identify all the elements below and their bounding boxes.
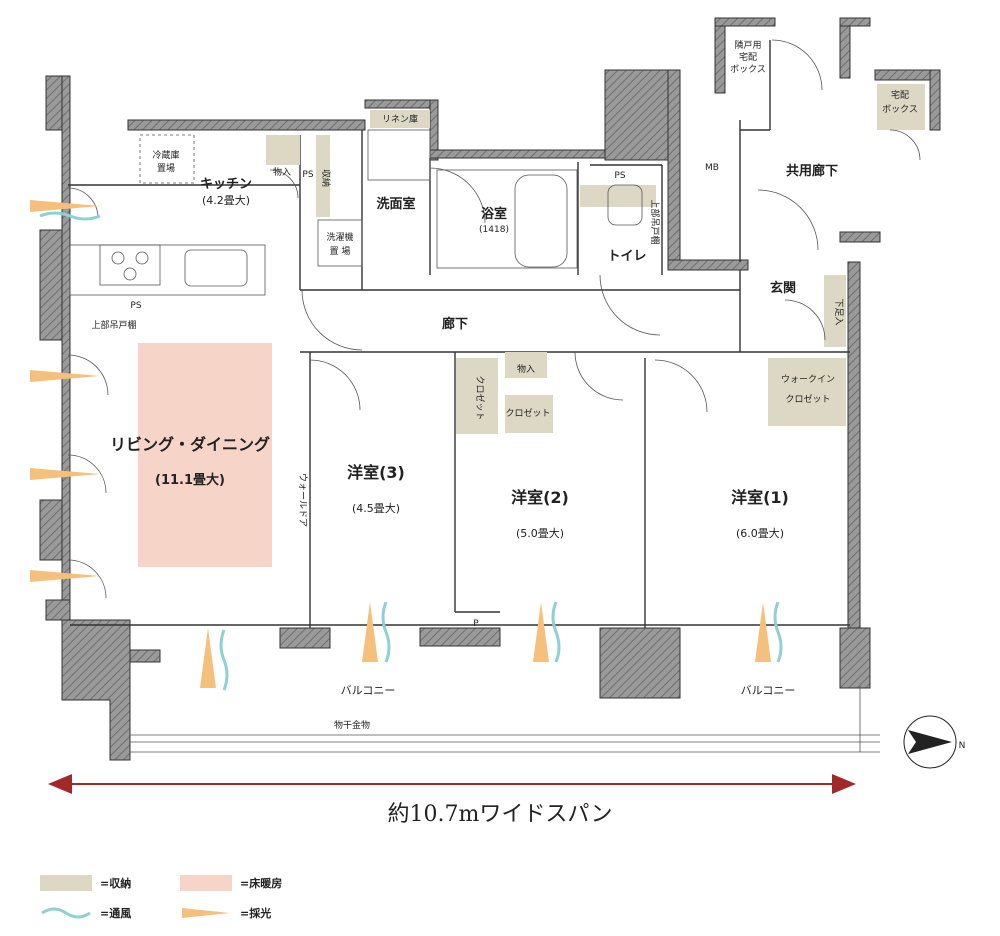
floor-heating-area [138, 343, 272, 567]
walk-in-label: ウォークイン [781, 374, 835, 385]
storage-kitchen-label: 物入 [273, 166, 291, 178]
upper-cabinet-label: 上部吊戸棚 [91, 319, 136, 331]
shoe-storage-label: 下足入 [833, 298, 844, 325]
washer-label-2: 置 場 [330, 245, 351, 257]
legend-ventilation-swatch [41, 907, 91, 919]
interior-walls [68, 40, 880, 753]
storage-vertical-label: 収納 [320, 169, 332, 187]
ps-counter-label: PS [130, 301, 141, 311]
legend-floor-heating-label: =床暖房 [240, 877, 283, 890]
shared-hall-label: 共用廊下 [786, 163, 838, 179]
legend-daylight-label: =採光 [240, 907, 272, 920]
balcony-label-right: バルコニー [741, 684, 796, 697]
balcony-label-left: バルコニー [341, 684, 396, 697]
bath-size: (1418) [479, 225, 509, 235]
neighbor-box-label-3: ボックス [730, 64, 766, 75]
delivery-box-label: 宅配 [891, 89, 909, 101]
room-size-3: (4.5畳大) [352, 501, 400, 515]
storage-closet-label: 物入 [517, 363, 535, 375]
legend: =収納 =床暖房 =通風 =採光 [40, 868, 320, 928]
closet-label: クロゼット [505, 407, 550, 419]
compass: N [903, 715, 966, 769]
ps-toilet-label: PS [614, 171, 625, 181]
legend-daylight-swatch [182, 908, 230, 918]
room-label-2: 洋室(2) [511, 488, 569, 507]
doors [67, 39, 921, 599]
kitchen-fixtures [69, 129, 643, 296]
legend-ventilation-label: =通風 [100, 907, 132, 920]
closet-vertical-label: クロゼット [474, 375, 486, 420]
walk-in-label-2: クロゼット [785, 393, 830, 405]
fridge-label-2: 置場 [157, 162, 175, 174]
wall-door-label: ウォールドア [297, 473, 308, 527]
room-label-entrance: 玄関 [770, 280, 796, 296]
linen-label: リネン庫 [382, 113, 418, 125]
room-label-toilet: トイレ [607, 249, 646, 264]
room-size-2: (5.0畳大) [516, 526, 564, 540]
p-label: P [473, 619, 479, 629]
ps-kitchen-label: PS [302, 170, 313, 180]
room-label-bath: 浴室 [481, 206, 507, 222]
storage-areas [266, 84, 925, 434]
room-size-kitchen: (4.2畳大) [202, 193, 250, 207]
neighbor-box-label: 隣戸用 [734, 39, 761, 51]
delivery-box-label-2: ボックス [882, 104, 918, 115]
room-size-living: (11.1畳大) [155, 472, 225, 488]
room-label-1: 洋室(1) [731, 488, 789, 507]
legend-storage-label: =収納 [100, 877, 132, 890]
upper-cabinet-vertical-label: 上部吊戸棚 [649, 199, 661, 244]
room-label-hall: 廊下 [442, 316, 468, 332]
compass-north-label: N [959, 741, 966, 751]
outer-walls [39, 17, 941, 761]
span-label: 約10.7mワイドスパン [387, 802, 613, 827]
legend-floor-heating-swatch [180, 875, 232, 891]
daylight-markers [30, 200, 771, 688]
ventilation-markers [39, 211, 783, 691]
room-label-living: リビング・ダイニング [110, 435, 270, 454]
legend-storage-swatch [40, 875, 92, 891]
mb-label: MB [705, 163, 719, 173]
room-label-kitchen: キッチン [200, 177, 252, 192]
room-label-washroom: 洗面室 [376, 196, 415, 212]
dryer-label: 物干金物 [334, 719, 370, 731]
fridge-label: 冷蔵庫 [152, 149, 179, 161]
washer-label: 洗濯機 [326, 231, 353, 243]
room-size-1: (6.0畳大) [736, 526, 784, 540]
neighbor-box-label-2: 宅配 [739, 51, 757, 63]
room-label-3: 洋室(3) [347, 463, 405, 482]
